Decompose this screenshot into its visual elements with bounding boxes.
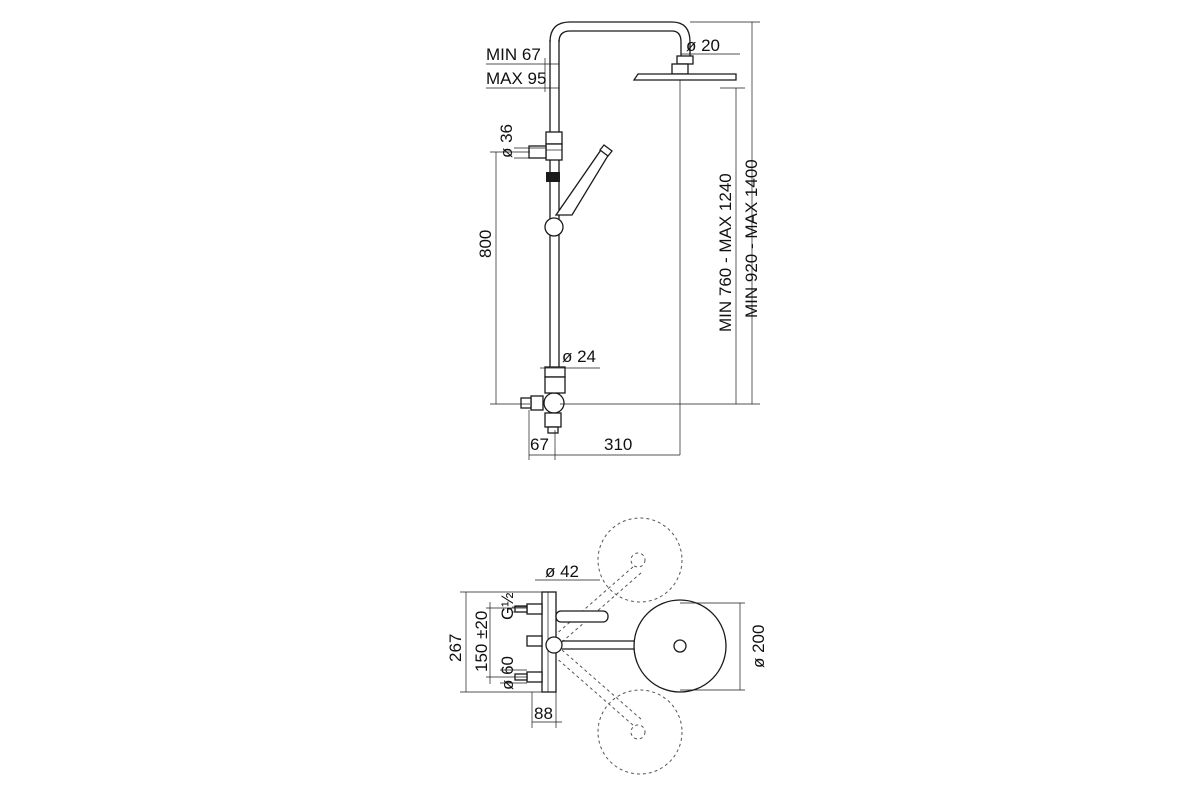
thread-label: G½	[498, 593, 517, 620]
range-head-label: MIN 760 - MAX 1240	[716, 173, 735, 332]
hand-shower-plan	[545, 610, 609, 654]
dia-42-label: ø 42	[545, 562, 579, 581]
width-88-dimension	[531, 692, 562, 728]
range-total-label: MIN 920 - MAX 1400	[742, 159, 761, 318]
plan-view: ø 42 G½ 150 ±20 267 ø 60 88	[446, 517, 768, 775]
rotated-head-bottom-outline	[597, 689, 683, 775]
hand-shower-holder	[528, 131, 563, 182]
arm-offset-dimension	[486, 58, 559, 92]
dia-200-dimension	[680, 602, 745, 691]
riser-pipe	[549, 40, 560, 395]
dia-60-label: ø 60	[498, 656, 517, 690]
spacing-dimension	[486, 602, 527, 684]
max-arm-label: MAX 95	[486, 69, 546, 88]
height-800-label: 800	[476, 230, 495, 258]
elevation-view: MIN 67 MAX 95 ø 20 ø 36 800 MIN 760 - MA…	[476, 21, 761, 460]
dia-200-label: ø 200	[749, 625, 768, 668]
height-800-dimension	[490, 151, 530, 405]
dia-36-label: ø 36	[497, 124, 516, 158]
shower-head-plan	[562, 599, 727, 693]
depth-267-dimension	[460, 591, 542, 693]
mixer-body	[520, 366, 566, 434]
dia-24-label: ø 24	[562, 347, 596, 366]
min-arm-label: MIN 67	[486, 45, 541, 64]
width-88-label: 88	[534, 704, 553, 723]
shower-head	[632, 73, 737, 81]
dia-20-label: ø 20	[686, 36, 720, 55]
bottom-dimensions	[528, 410, 680, 460]
rotated-head-top-outline	[597, 517, 683, 603]
depth-267-label: 267	[446, 634, 465, 662]
hand-shower	[544, 144, 613, 237]
spacing-label: 150 ±20	[472, 611, 491, 672]
overhead-arm	[549, 21, 694, 75]
offset-67-label: 67	[530, 435, 549, 454]
head-height-dimension	[560, 21, 760, 455]
reach-310-label: 310	[604, 435, 632, 454]
